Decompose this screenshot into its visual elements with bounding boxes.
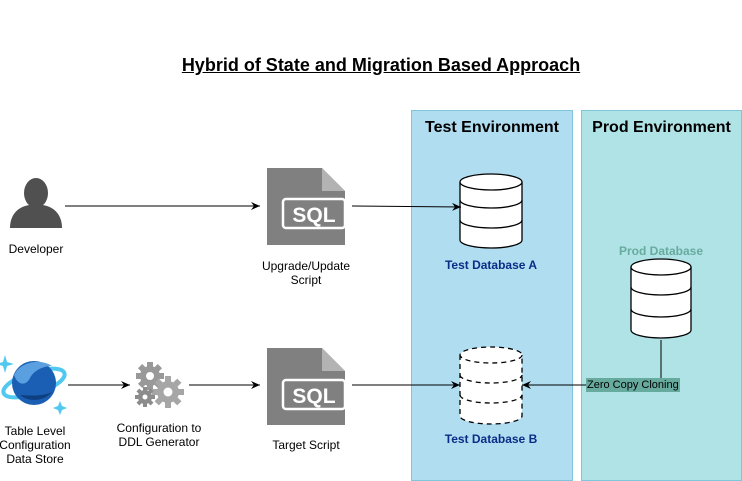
gears-icon [135, 362, 184, 408]
database-icon [459, 346, 523, 425]
edge-upgrade-script-to-db-a [351, 202, 462, 211]
prod-database-label: Prod Database [618, 244, 704, 258]
test-database-a-label: Test Database A [444, 258, 538, 272]
sql-file-label: SQL [292, 385, 335, 408]
prod-environment-title: Prod Environment [592, 119, 731, 136]
sql-file-icon: SQL [267, 168, 347, 245]
user-icon [10, 178, 62, 228]
diagram-title: Hybrid of State and Migration Based Appr… [181, 55, 581, 75]
test-environment-title: Test Environment [425, 119, 559, 136]
developer-label: Developer [8, 242, 64, 256]
database-icon [630, 258, 692, 339]
test-database-b-label: Test Database B [444, 432, 538, 446]
upgrade-script-label: Upgrade/Update Script [261, 259, 351, 287]
sql-file-label: SQL [292, 204, 335, 227]
zero-copy-cloning-label: Zero Copy Cloning [586, 378, 680, 392]
target-script-label: Target Script [272, 438, 340, 452]
database-icon [459, 173, 523, 249]
sql-file-icon: SQL [267, 348, 347, 425]
cosmos-db-icon [0, 355, 67, 415]
config-store-label: Table Level Configuration Data Store [0, 424, 71, 466]
ddl-generator-label: Configuration to DDL Generator [116, 421, 202, 449]
